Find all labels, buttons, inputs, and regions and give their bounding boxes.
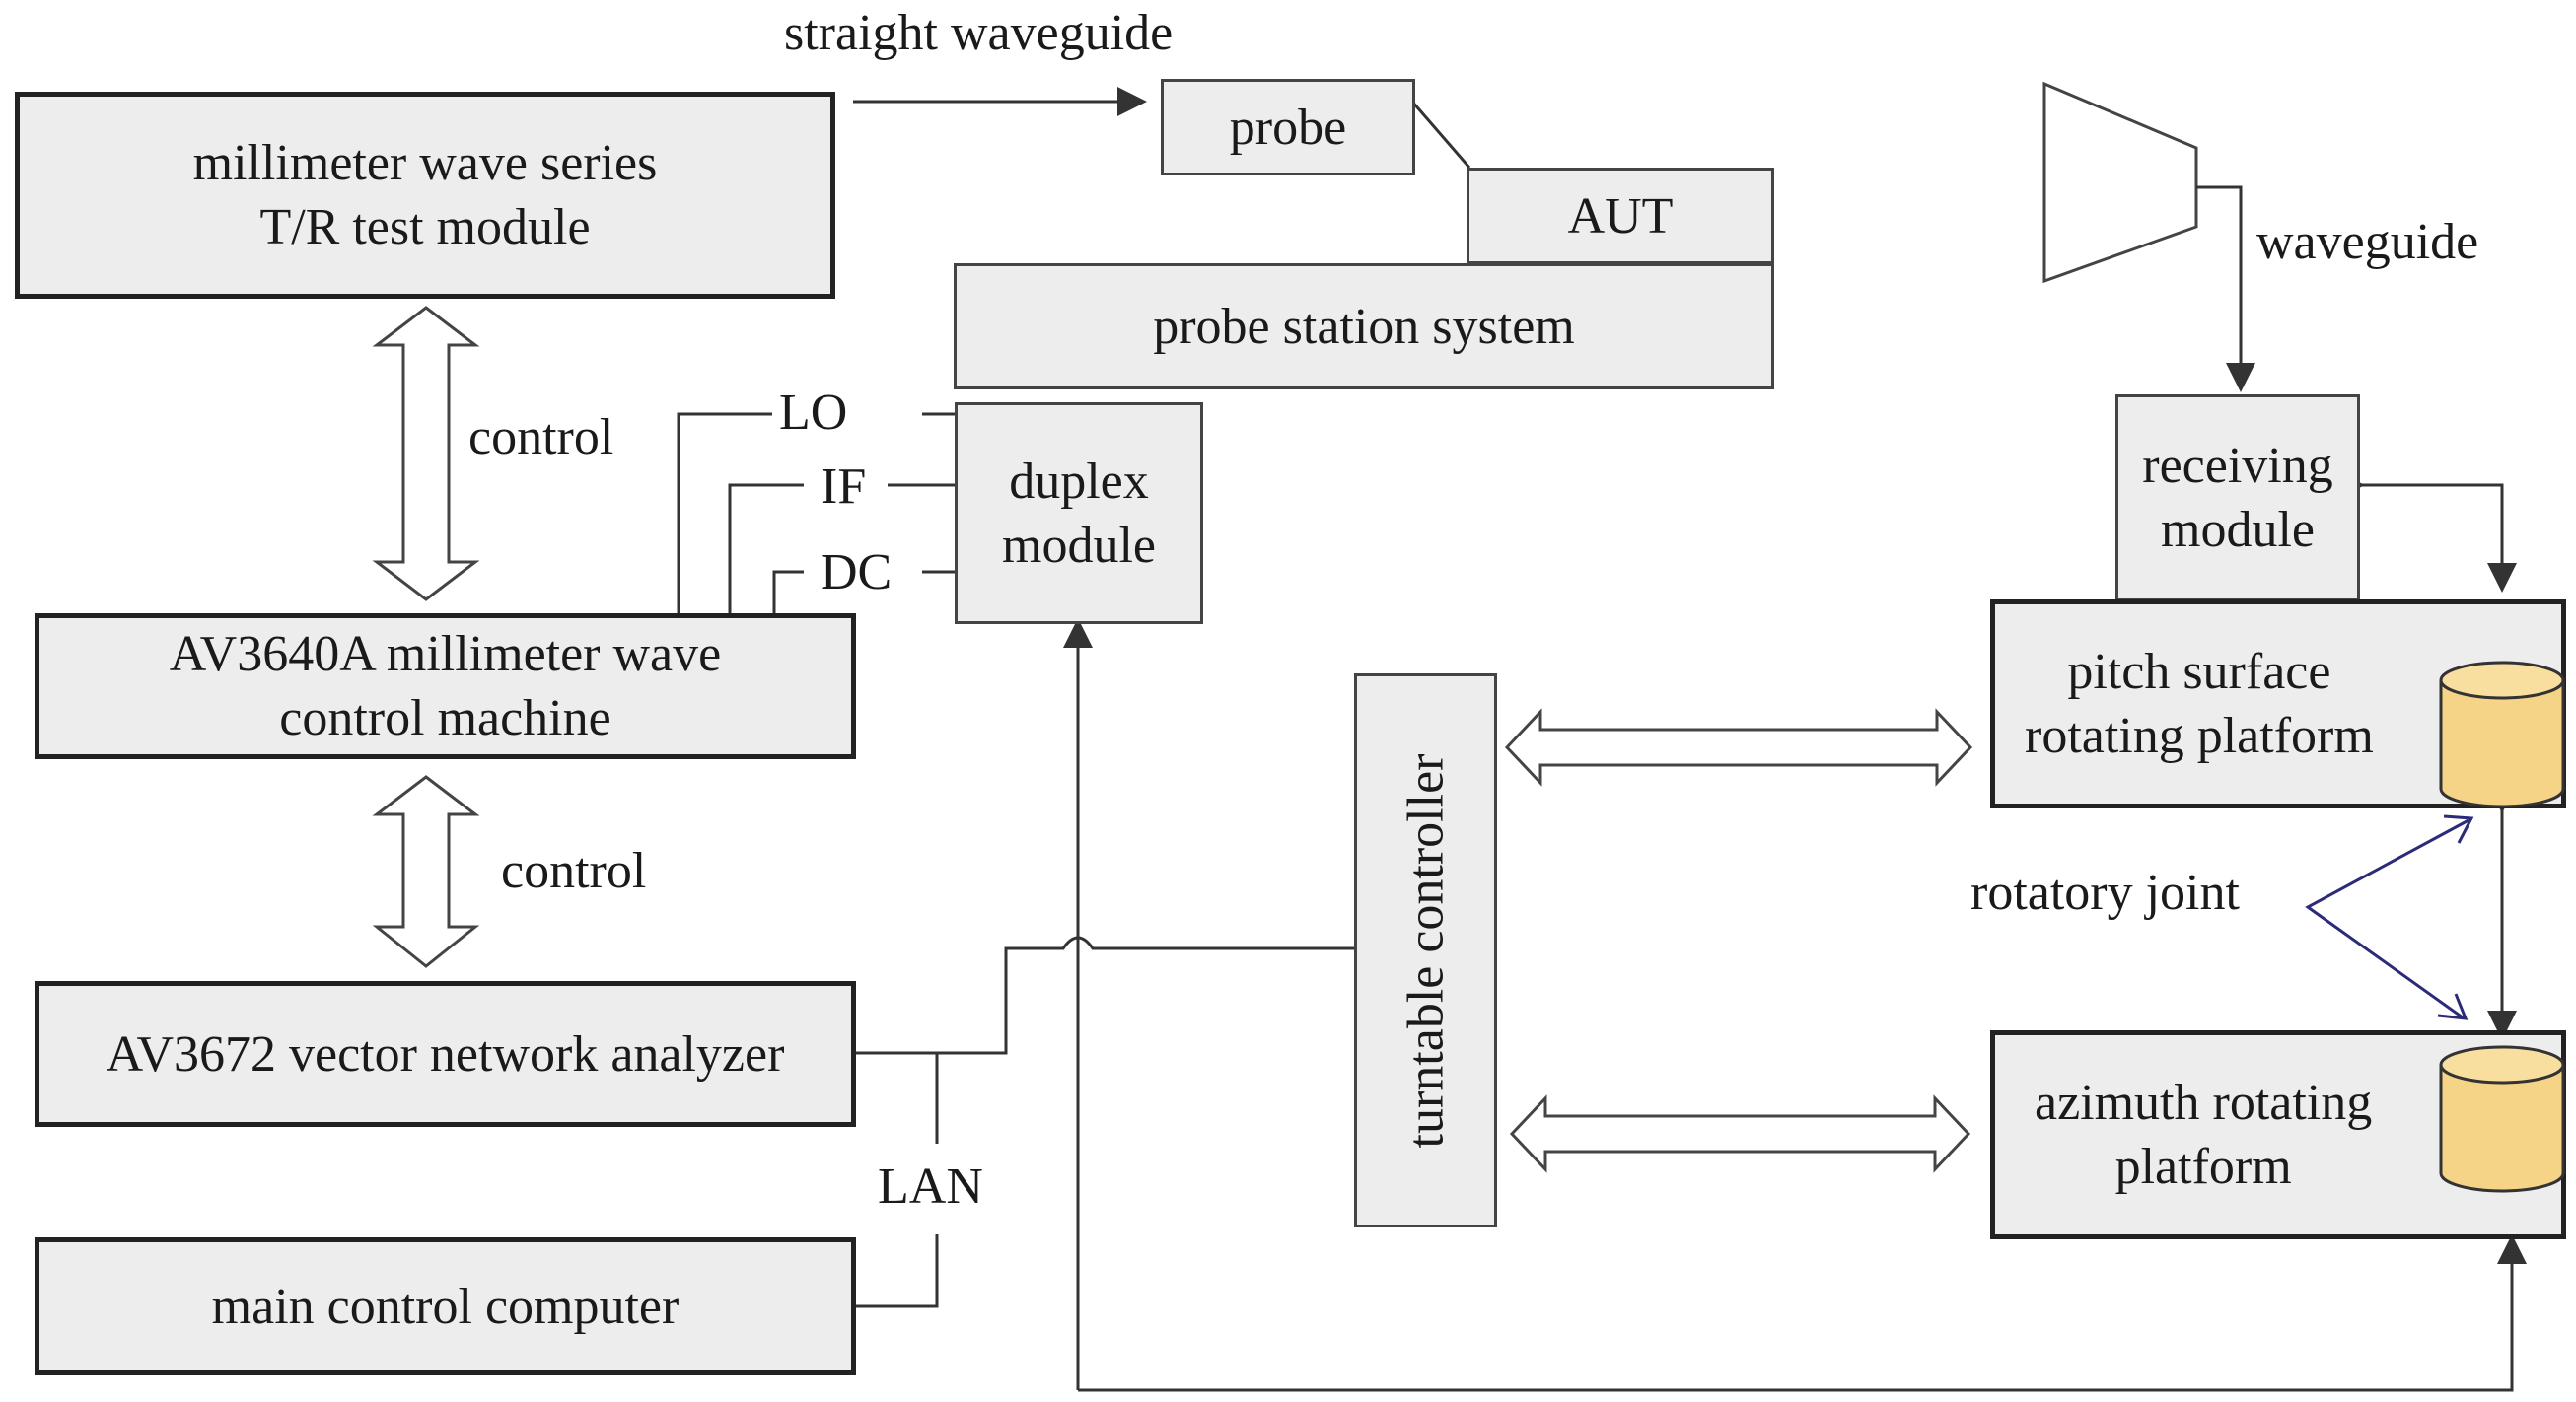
straight-waveguide-label: straight waveguide <box>784 5 1174 61</box>
control-double-arrow-1 <box>372 306 480 601</box>
rotatory-joint-pointer <box>2305 818 2469 1019</box>
lo-wire <box>677 412 772 613</box>
lan-wire-lower <box>853 1234 939 1308</box>
azimuth-platform-box: azimuth rotating platform <box>1990 1030 2566 1239</box>
pitch-platform-box: pitch surface rotating platform <box>1990 599 2566 808</box>
cm-line-1: AV3640A millimeter wave <box>169 626 722 682</box>
azimuth-line-2: platform <box>2114 1139 2292 1195</box>
receiving-module-box: receiving module <box>2115 394 2360 601</box>
if-wire <box>728 483 804 613</box>
receiving-line-1: receiving <box>2142 438 2333 494</box>
receiving-pitch-arrow <box>2335 470 2517 593</box>
control-double-arrow-2 <box>372 775 480 968</box>
turntable-label: turntable controller <box>1397 753 1455 1148</box>
aut-box: AUT <box>1467 168 1774 264</box>
cm-line-2: control machine <box>279 690 611 746</box>
pitch-line-2: rotating platform <box>2025 708 2374 764</box>
rotatory-joint-label: rotatory joint <box>1970 865 2240 921</box>
duplex-line-1: duplex <box>1009 453 1149 510</box>
control-machine-box: AV3640A millimeter wave control machine <box>35 613 856 759</box>
control-label-1: control <box>468 409 614 465</box>
probe-station-box: probe station system <box>954 263 1774 389</box>
waveguide-arrow <box>2196 185 2255 392</box>
vna-turntable-wire <box>853 936 1356 1055</box>
probe-aut-line <box>1410 101 1471 169</box>
main-computer-box: main control computer <box>35 1237 856 1375</box>
vna-label: AV3672 vector network analyzer <box>106 1025 785 1083</box>
azimuth-line-1: azimuth rotating <box>2035 1075 2373 1131</box>
probe-box: probe <box>1161 79 1415 175</box>
waveguide-label: waveguide <box>2256 214 2479 270</box>
aut-label: AUT <box>1567 187 1674 245</box>
dc-wire <box>772 570 804 613</box>
horn-antenna-icon <box>2042 81 2198 284</box>
control-label-2: control <box>501 843 647 899</box>
pitch-line-1: pitch surface <box>2067 644 2331 700</box>
turntable-azimuth-arrow <box>1509 1094 1971 1173</box>
vna-box: AV3672 vector network analyzer <box>35 981 856 1127</box>
duplex-line-2: module <box>1002 517 1156 574</box>
tr-line-2: T/R test module <box>259 199 591 255</box>
probe-station-label: probe station system <box>1153 298 1575 355</box>
rf-loop-bottom <box>1078 1234 2527 1392</box>
receiving-line-2: module <box>2161 502 2315 558</box>
lan-label: LAN <box>878 1158 983 1215</box>
lo-label: LO <box>779 385 848 441</box>
duplex-module-box: duplex module <box>955 402 1203 624</box>
turntable-pitch-arrow <box>1504 708 1973 787</box>
turntable-controller-box: turntable controller <box>1354 673 1497 1227</box>
main-computer-label: main control computer <box>211 1278 680 1335</box>
if-label: IF <box>821 458 867 515</box>
probe-label: probe <box>1229 99 1347 156</box>
tr-line-1: millimeter wave series <box>192 135 658 191</box>
dc-label: DC <box>821 544 893 600</box>
